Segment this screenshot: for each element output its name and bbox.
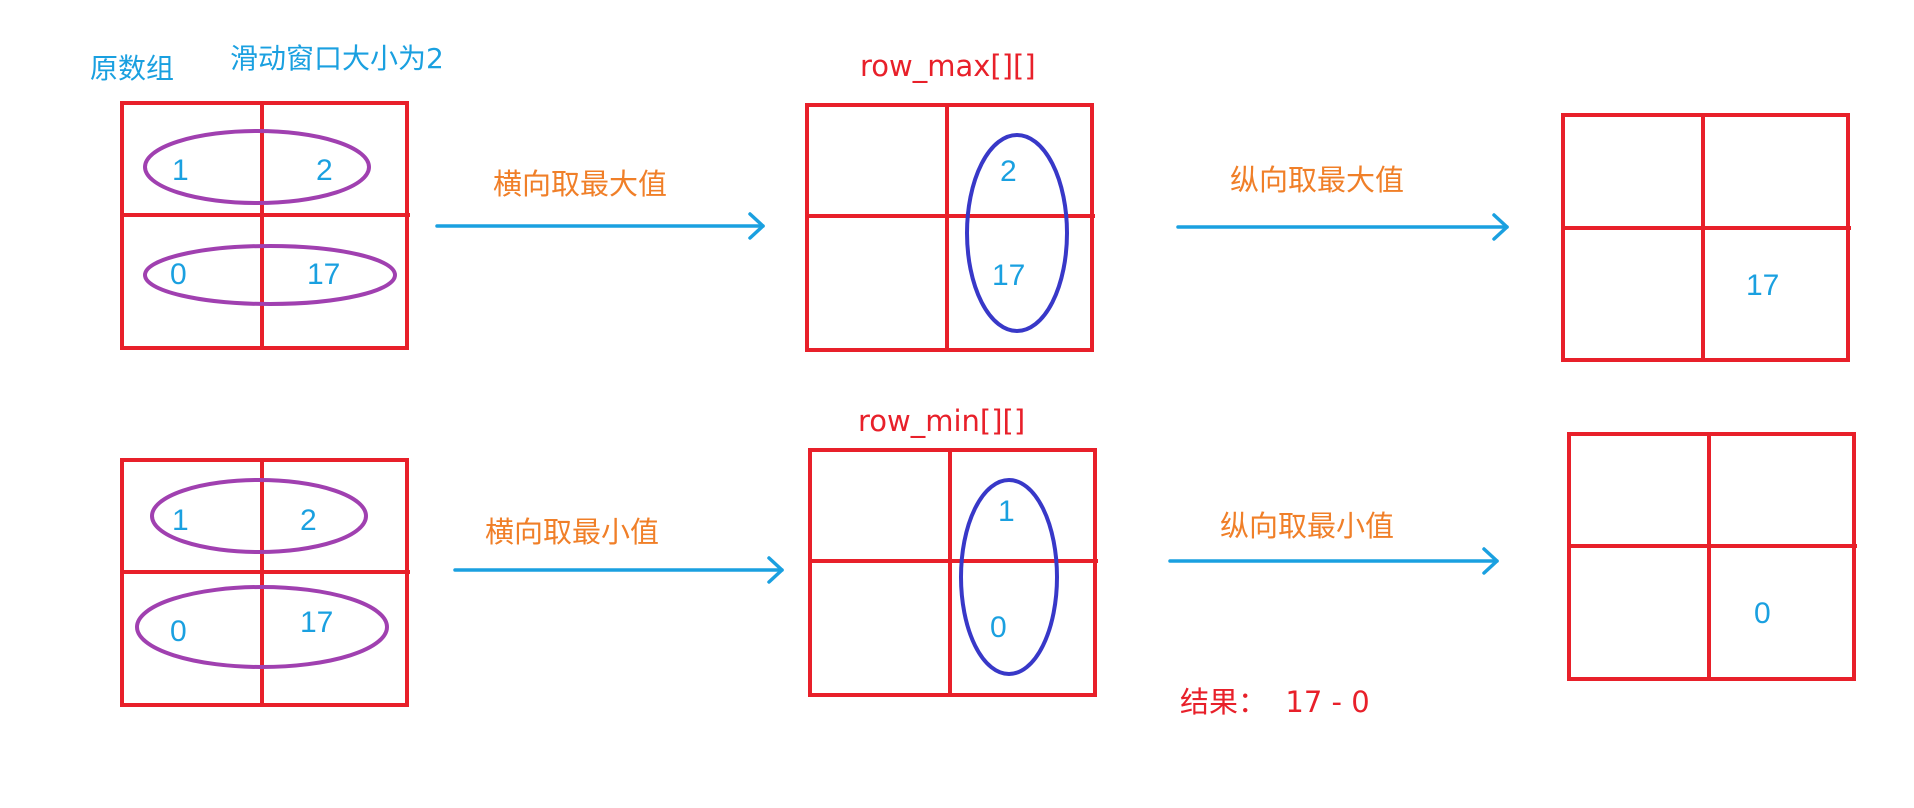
row-window-ellipse-2 xyxy=(143,244,397,306)
cell-value: 0 xyxy=(170,615,187,648)
cell-value: 0 xyxy=(170,258,187,291)
row-window-ellipse-4 xyxy=(135,585,389,669)
column-window-ellipse-2 xyxy=(959,478,1059,676)
arrow-right-icon xyxy=(453,556,784,584)
cell-value: 1 xyxy=(172,504,189,537)
row-min-grid xyxy=(808,448,1098,697)
original-grid-bottom xyxy=(120,458,410,707)
cell-value: 2 xyxy=(1000,155,1017,188)
window-size-label: 滑动窗口大小为2 xyxy=(230,42,444,75)
original-grid-top xyxy=(120,101,410,350)
v-min-label: 纵向取最小值 xyxy=(1220,509,1394,543)
cell-value: 17 xyxy=(307,258,340,291)
row-min-label: row_min[][] xyxy=(858,404,1025,438)
cell-value: 0 xyxy=(1754,597,1771,630)
h-max-label: 横向取最大值 xyxy=(493,167,667,201)
column-window-ellipse xyxy=(965,133,1069,333)
h-min-label: 横向取最小值 xyxy=(485,515,659,549)
row-window-ellipse-3 xyxy=(150,478,368,554)
v-max-label: 纵向取最大值 xyxy=(1230,163,1404,197)
arrow-right-icon xyxy=(435,212,765,240)
cell-value: 2 xyxy=(316,154,333,187)
row-max-label: row_max[][] xyxy=(860,49,1036,83)
arrow-right-icon xyxy=(1176,213,1509,241)
row-window-ellipse-1 xyxy=(143,129,371,205)
result-label: 结果： 17 - 0 xyxy=(1180,685,1370,719)
arrow-right-icon xyxy=(1168,547,1499,575)
original-array-label: 原数组 xyxy=(90,52,174,85)
cell-value: 17 xyxy=(300,606,333,639)
cell-value: 1 xyxy=(998,495,1015,528)
cell-value: 0 xyxy=(990,611,1007,644)
cell-value: 17 xyxy=(1746,269,1779,302)
final-min-grid xyxy=(1567,432,1857,681)
final-max-grid xyxy=(1561,113,1851,362)
cell-value: 2 xyxy=(300,504,317,537)
cell-value: 1 xyxy=(172,154,189,187)
cell-value: 17 xyxy=(992,259,1025,292)
row-max-grid xyxy=(805,103,1095,352)
